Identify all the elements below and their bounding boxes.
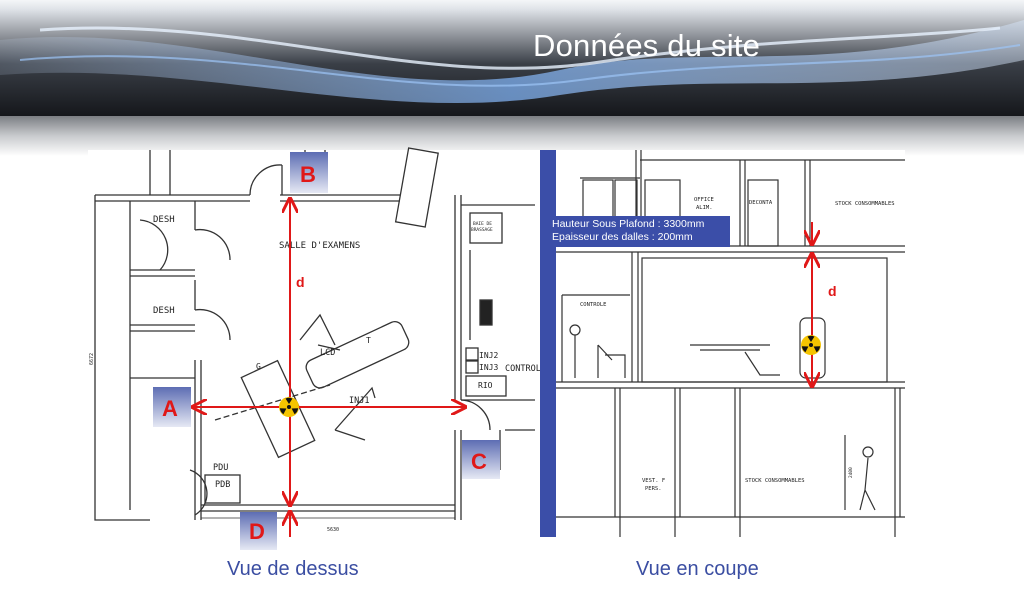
room-control: CONTROL <box>505 364 541 374</box>
room-vest-1: VEST. F <box>642 478 665 484</box>
label-t: T <box>366 336 371 345</box>
room-controle: CONTROLE <box>580 302 607 308</box>
section-view-arrows: d <box>801 222 837 386</box>
label-baie-1: BAIE DE <box>473 221 492 227</box>
room-desh-1: DESH <box>153 215 175 225</box>
caption-section-view: Vue en coupe <box>636 558 759 580</box>
label-pdb: PDB <box>215 480 230 490</box>
room-desh-2: DESH <box>153 306 175 316</box>
ceiling-info-box: Hauteur Sous Plafond : 3300mm Epaisseur … <box>548 216 730 247</box>
room-deconta: DECONTA <box>749 200 773 206</box>
top-view-arrows: d <box>193 199 465 537</box>
position-markers: B A C D <box>153 152 500 550</box>
marker-c-box <box>462 440 500 479</box>
dimension-width: 5630 <box>327 527 339 533</box>
room-exam: SALLE D'EXAMENS <box>279 241 360 251</box>
marker-b: B <box>300 162 316 187</box>
section-view-plan <box>556 150 905 537</box>
top-view-labels: DESH DESH SALLE D'EXAMENS LCD G T INJ1 I… <box>89 215 541 533</box>
distance-label-section: d <box>828 283 837 299</box>
marker-d-box <box>240 512 277 550</box>
radiation-icon <box>279 397 299 417</box>
slab-thickness: Epaisseur des dalles : 200mm <box>552 231 693 243</box>
dimension-2400: 2400 <box>848 467 854 478</box>
dimension-height: 6672 <box>89 353 95 365</box>
room-vest-2: PERS. <box>645 486 662 492</box>
room-stock-bottom: STOCK CONSOMMABLES <box>745 478 805 484</box>
ceiling-height: Hauteur Sous Plafond : 3300mm <box>552 218 705 230</box>
section-view-labels: OFFICE ALIM. DECONTA STOCK CONSOMMABLES … <box>580 197 895 492</box>
distance-label-top: d <box>296 274 305 290</box>
room-office-2: ALIM. <box>696 205 713 211</box>
label-inj2: INJ2 <box>479 351 498 360</box>
label-lcd: LCD <box>320 348 335 358</box>
marker-a-box <box>153 387 191 427</box>
marker-d: D <box>249 519 265 544</box>
header-shadow-band <box>0 116 1024 156</box>
radiation-icon-section <box>801 335 821 355</box>
header-swoosh <box>0 20 1024 104</box>
slide-title: Données du site <box>533 28 761 63</box>
room-stock-top: STOCK CONSOMMABLES <box>835 201 895 207</box>
room-office-1: OFFICE <box>694 197 714 203</box>
marker-a: A <box>162 396 178 421</box>
divider-bar <box>540 150 556 537</box>
marker-c: C <box>471 449 487 474</box>
label-rio: RIO <box>478 381 493 390</box>
label-inj3: INJ3 <box>479 363 498 372</box>
label-inj1: INJ1 <box>349 396 369 406</box>
label-pdu: PDU <box>213 463 228 473</box>
label-baie-2: BRASSAGE <box>471 227 493 233</box>
caption-top-view: Vue de dessus <box>227 558 359 580</box>
marker-b-box <box>290 152 328 193</box>
label-g: G <box>256 362 261 371</box>
